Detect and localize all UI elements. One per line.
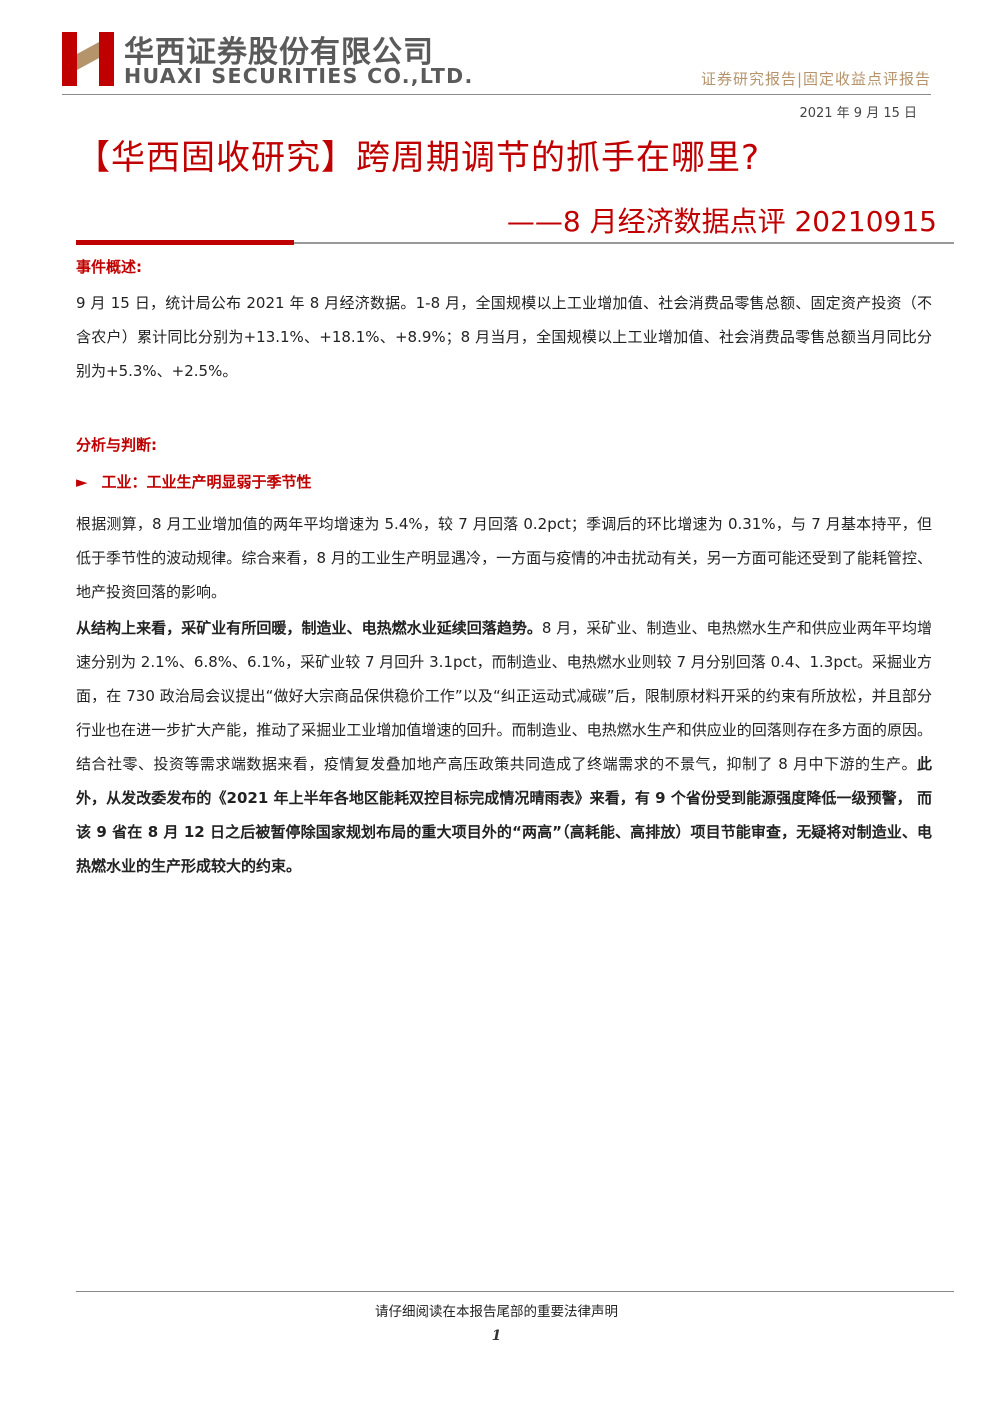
paragraph-body: 8 月，采矿业、制造业、电热燃水生产和供应业两年平均增速分别为 2.1%、6.8… [76, 619, 932, 773]
report-type-label: 证券研究报告|固定收益点评报告 [700, 70, 931, 88]
subsection-heading-text: 工业：工业生产明显弱于季节性 [101, 473, 312, 491]
key-point-lead: 从结构上来看，采矿业有所回暖，制造业、电热燃水业延续回落趋势。 [76, 619, 542, 637]
title-divider [76, 242, 954, 244]
analysis-paragraph: 根据测算，8 月工业增加值的两年平均增速为 5.4%，较 7 月回落 0.2pc… [76, 515, 932, 601]
report-title: 【华西固收研究】跨周期调节的抓手在哪里? [76, 138, 761, 178]
analysis-paragraph-structure: 从结构上来看，采矿业有所回暖，制造业、电热燃水业延续回落趋势。8 月，采矿业、制… [76, 611, 932, 883]
triangle-bullet-icon: ► [76, 473, 88, 491]
page-number: 1 [491, 1328, 502, 1344]
section-heading-event: 事件概述: [76, 258, 142, 276]
company-name-cn: 华西证券股份有限公司 [124, 35, 434, 70]
subsection-heading-industry: ► 工业：工业生产明显弱于季节性 [76, 471, 312, 492]
footer-divider [76, 1291, 954, 1292]
header-divider [62, 94, 931, 95]
key-point-tail: 此外，从发改委发布的《2021 年上半年各地区能耗双控目标完成情况晴雨表》来看，… [76, 755, 932, 875]
title-divider-accent [76, 240, 294, 245]
company-name-en: HUAXI SECURITIES CO.,LTD. [124, 64, 474, 88]
section-heading-analysis: 分析与判断: [76, 436, 157, 454]
legal-notice: 请仔细阅读在本报告尾部的重要法律声明 [375, 1304, 618, 1320]
huaxi-logo-icon [62, 32, 114, 86]
report-date: 2021 年 9 月 15 日 [799, 106, 917, 121]
event-paragraph: 9 月 15 日，统计局公布 2021 年 8 月经济数据。1-8 月，全国规模… [76, 294, 932, 380]
report-subtitle: ——8 月经济数据点评 20210915 [506, 205, 937, 238]
